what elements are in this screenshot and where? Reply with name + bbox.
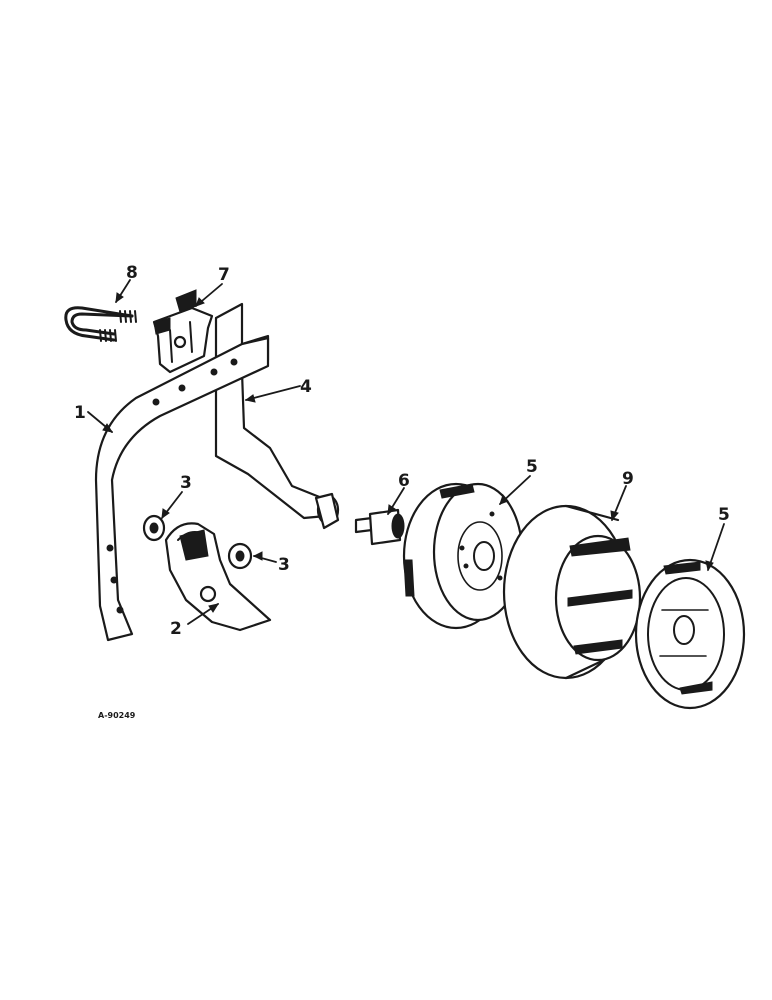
u-bolt-thread-lower — [99, 329, 117, 342]
callout-5-left: 5 — [526, 457, 538, 477]
wheel-half-right-part — [634, 558, 746, 710]
callout-6: 6 — [398, 471, 410, 491]
drawing-code: A-90249 — [98, 711, 136, 720]
callout-5-right: 5 — [718, 505, 730, 525]
callout-1: 1 — [74, 403, 86, 423]
callout-2: 2 — [170, 619, 182, 639]
u-bolt-part — [64, 306, 137, 342]
callout-labels: 1 2 3 3 4 5 5 6 7 8 9 — [74, 263, 730, 639]
callout-9: 9 — [622, 469, 634, 489]
callout-3-right: 3 — [278, 555, 290, 575]
leader-4 — [245, 385, 301, 401]
callout-7: 7 — [218, 265, 230, 285]
washer-left-part — [142, 514, 166, 542]
callout-8: 8 — [126, 263, 138, 283]
opener-point-part — [164, 522, 272, 632]
callout-3-left: 3 — [180, 473, 192, 493]
callout-4: 4 — [300, 377, 312, 397]
wheel-half-left-part — [402, 482, 524, 630]
tire-part — [502, 504, 642, 680]
curved-standard-part — [94, 336, 270, 642]
clamp-plate-part — [152, 289, 214, 374]
u-bolt-thread-upper — [119, 310, 137, 323]
washer-right-part — [227, 542, 253, 570]
leader-arrowheads — [102, 292, 714, 613]
shank-part — [214, 302, 340, 530]
spindle-part — [354, 508, 405, 546]
